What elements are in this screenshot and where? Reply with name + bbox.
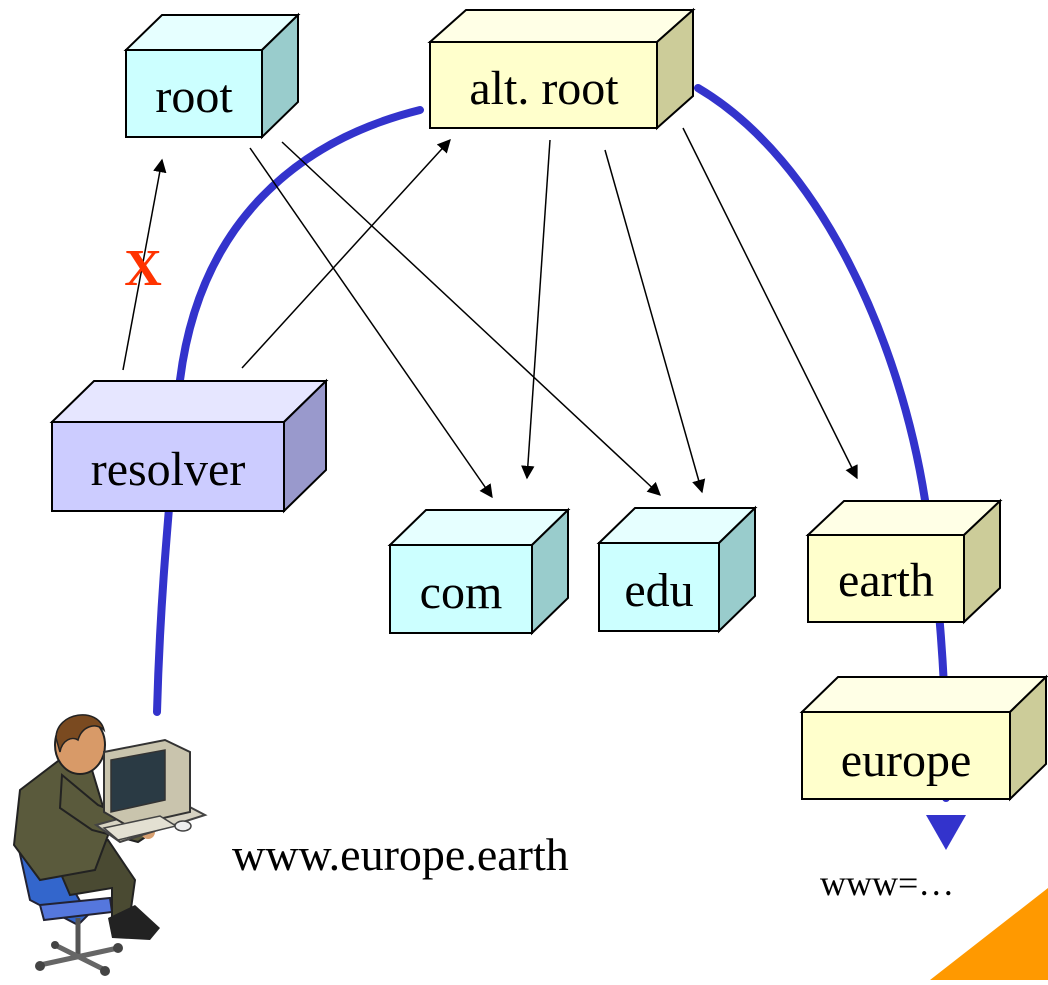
node-earth: earth bbox=[805, 498, 1003, 625]
node-europe: europe bbox=[799, 674, 1048, 802]
blocked-x-mark: X bbox=[124, 240, 162, 297]
node-com: com bbox=[387, 507, 571, 636]
node-label-alt-root: alt. root bbox=[469, 62, 619, 115]
resolution-path-right bbox=[694, 84, 950, 802]
node-resolver: resolver bbox=[49, 378, 329, 514]
node-label-edu: edu bbox=[624, 564, 693, 617]
node-edu: edu bbox=[596, 505, 758, 634]
arrow-alt-root-to-edu bbox=[604, 149, 706, 494]
node-root: root bbox=[123, 12, 301, 140]
node-label-root: root bbox=[155, 70, 233, 123]
resolution-path-arrowhead bbox=[926, 815, 966, 850]
person-at-computer-icon bbox=[12, 714, 208, 976]
node-label-earth: earth bbox=[838, 554, 934, 607]
arrow-alt-root-to-com bbox=[521, 139, 551, 480]
query-label: www.europe.earth bbox=[232, 829, 569, 880]
arrow-root-to-edu bbox=[281, 141, 661, 496]
arrow-root-to-com bbox=[249, 147, 493, 499]
node-label-com: com bbox=[420, 566, 503, 619]
arrow-alt-root-to-earth bbox=[682, 127, 858, 480]
arrow-resolver-to-root bbox=[122, 158, 167, 371]
arrow-resolver-to-alt-root bbox=[241, 139, 451, 369]
node-alt-root: alt. root bbox=[427, 7, 696, 131]
corner-accent-shape bbox=[930, 888, 1048, 980]
answer-label: www=… bbox=[820, 863, 954, 903]
resolution-path-left bbox=[153, 106, 424, 716]
node-label-europe: europe bbox=[841, 734, 972, 787]
referral-arrows bbox=[122, 127, 858, 499]
node-label-resolver: resolver bbox=[91, 443, 246, 496]
